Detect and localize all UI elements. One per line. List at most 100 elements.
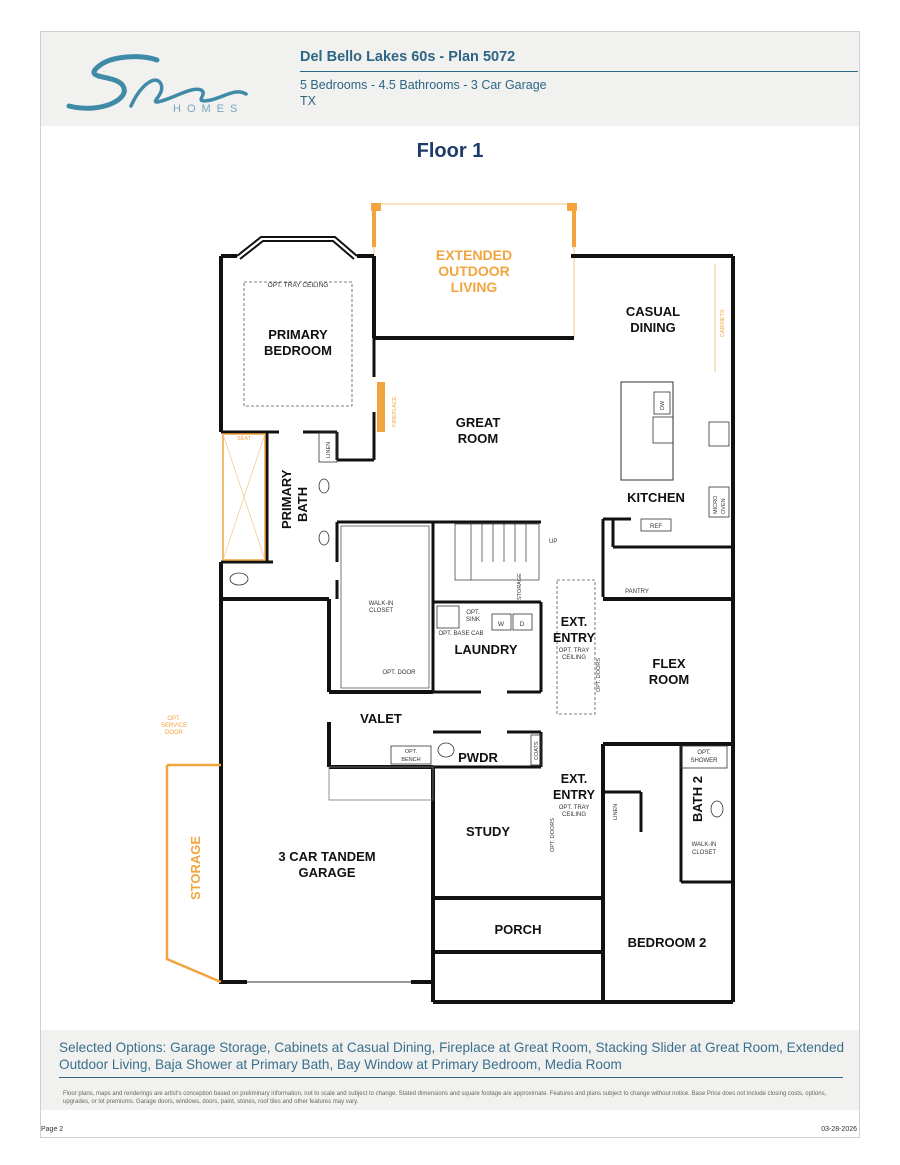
label-closet: CLOSET <box>369 608 393 614</box>
room-label-great-room-1: GREAT <box>456 415 501 430</box>
label-walk-in: WALK-IN <box>369 601 394 607</box>
bay-window <box>236 236 358 260</box>
vanity-sink-1 <box>318 478 330 494</box>
label-opt-door: OPT. DOOR <box>382 670 416 676</box>
room-label-extended-1: EXTENDED <box>436 247 512 263</box>
fireplace <box>377 382 385 432</box>
room-label-entry-1: ENTRY <box>553 631 596 645</box>
room-label-primary-bedroom-2: BEDROOM <box>264 343 332 358</box>
page-date: 03-28-2026 <box>821 1126 857 1133</box>
header-divider <box>300 71 858 72</box>
label-opt-service-1: OPT. <box>167 716 181 722</box>
room-label-bedroom-2: BEDROOM 2 <box>628 935 707 950</box>
opt-shower <box>680 745 728 769</box>
room-label-laundry: LAUNDRY <box>454 642 517 657</box>
label-opt-doors-2: OPT. DOORS <box>550 818 556 852</box>
label-cabinets: CABINETS <box>720 309 726 337</box>
room-label-primary-bath-1: PRIMARY <box>279 469 294 529</box>
label-opt-bench-1: OPT. <box>405 749 418 755</box>
room-label-kitchen: KITCHEN <box>627 490 685 505</box>
room-label-storage: STORAGE <box>188 836 203 900</box>
room-label-ext-entry-1: EXT. <box>561 615 587 629</box>
refrigerator <box>640 518 672 532</box>
label-opt-doors-1: OPT. DOORS <box>596 658 602 692</box>
plan-features: 5 Bedrooms - 4.5 Bathrooms - 3 Car Garag… <box>300 78 547 92</box>
room-label-flex-1: FLEX <box>652 656 686 671</box>
label-opt-shower-2: SHOWER <box>691 758 719 764</box>
label-ceiling-1: CEILING <box>562 655 586 661</box>
disclaimer: Floor plans, maps and renderings are art… <box>63 1091 827 1105</box>
label-w: W <box>498 621 505 628</box>
footer-divider <box>59 1077 843 1078</box>
vanity-sink-2 <box>318 530 330 546</box>
label-opt-sink-2: SINK <box>466 617 480 623</box>
label-ceiling-2: CEILING <box>562 812 586 818</box>
room-label-porch: PORCH <box>495 922 542 937</box>
dishwasher <box>653 391 671 415</box>
footer-band: Selected Options: Garage Storage, Cabine… <box>41 1030 859 1110</box>
exterior-walls <box>219 254 735 1004</box>
coats-closet <box>530 734 542 766</box>
label-d: D <box>520 621 525 628</box>
label-opt-base-cab: OPT. BASE CAB <box>438 631 483 637</box>
label-opt-service-3: DOOR <box>165 730 184 736</box>
room-label-primary-bath-2: BATH <box>295 487 310 522</box>
label-coats: COATS <box>534 741 540 760</box>
room-label-great-room-2: ROOM <box>458 431 498 446</box>
room-label-extended-2: OUTDOOR <box>438 263 510 279</box>
staircase <box>454 523 540 581</box>
label-opt-bench-2: BENCH <box>401 757 420 763</box>
room-label-study: STUDY <box>466 824 510 839</box>
room-label-primary-bedroom-1: PRIMARY <box>268 327 328 342</box>
room-label-bath-2: BATH 2 <box>690 776 705 822</box>
entry-tray-ceiling <box>556 579 596 715</box>
plan-state: TX <box>300 94 316 108</box>
floor-plan-drawing: EXTENDED OUTDOOR LIVING <box>161 203 735 1004</box>
label-micro: MICRO <box>713 495 719 514</box>
page-number: Page 2 <box>41 1126 64 1133</box>
cooktop <box>708 421 730 447</box>
floor-title: Floor 1 <box>416 140 484 162</box>
label-opt-tray-2: OPT. TRAY <box>559 805 589 811</box>
walk-in-closet-outline <box>340 525 430 689</box>
room-label-extended-3: LIVING <box>451 279 498 295</box>
label-opt-tray-ceiling: OPT. TRAY CEILING <box>268 282 329 289</box>
washer <box>491 613 512 631</box>
brand-name: Shea <box>103 71 106 73</box>
label-opt-sink-1: OPT. <box>466 610 480 616</box>
room-label-garage-2: GARAGE <box>298 865 355 880</box>
dryer <box>512 613 533 631</box>
room-label-ext-entry-2: EXT. <box>561 772 587 786</box>
room-label-flex-2: ROOM <box>649 672 689 687</box>
label-closet-2: CLOSET <box>692 850 716 856</box>
label-opt-service-2: SERVICE <box>161 723 187 729</box>
label-seat: SEAT <box>237 436 252 442</box>
toilet <box>229 572 249 586</box>
label-linen: LINEN <box>326 442 332 458</box>
room-label-valet: VALET <box>360 711 402 726</box>
room-label-entry-2: ENTRY <box>553 788 596 802</box>
kitchen-island <box>620 381 674 481</box>
plan-details: 5 Bedrooms - 4.5 Bathrooms - 3 Car Garag… <box>300 77 547 109</box>
utility-sink <box>436 605 460 629</box>
brand-subtitle: HOMES <box>173 103 243 115</box>
label-dw: DW <box>660 400 666 410</box>
room-label-pwdr: PWDR <box>458 750 498 765</box>
powder-sink <box>437 742 455 758</box>
header-band: Shea HOMES Del Bello Lakes 60s - Plan 50… <box>41 32 859 126</box>
label-linen-2: LINEN <box>613 804 619 820</box>
micro-oven <box>708 486 730 518</box>
bath2-toilet <box>710 800 724 818</box>
label-fireplace: FIREPLACE <box>392 396 398 427</box>
extended-outdoor-living: EXTENDED OUTDOOR LIVING <box>371 203 577 339</box>
linen-closet <box>318 431 338 463</box>
label-ref: REF <box>650 524 662 530</box>
label-oven: OVEN <box>721 498 727 514</box>
label-storage-small: STORAGE <box>517 573 523 600</box>
label-up: UP <box>549 539 557 545</box>
shea-homes-logo: Shea HOMES <box>66 54 248 115</box>
bench <box>390 745 432 765</box>
room-label-casual-dining-2: DINING <box>630 320 676 335</box>
tray-ceiling-outline <box>243 281 353 407</box>
label-pantry: PANTRY <box>625 589 649 595</box>
